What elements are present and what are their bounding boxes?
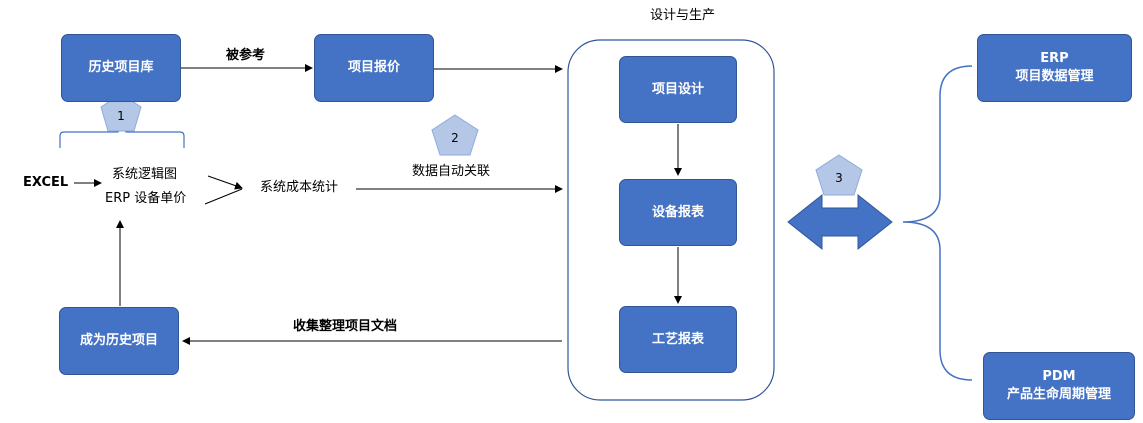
box-erp[interactable]: ERP 项目数据管理 <box>977 34 1132 102</box>
label-cost-stats: 系统成本统计 <box>260 180 339 195</box>
arrow-price-to-cost <box>204 188 243 205</box>
label-auto-link: 数据自动关联 <box>412 164 491 179</box>
label-system-logic: 系统逻辑图 <box>112 167 178 182</box>
box-quote[interactable]: 项目报价 <box>314 34 434 102</box>
box-become-history[interactable]: 成为历史项目 <box>59 307 179 375</box>
label-erp-price: ERP 设备单价 <box>105 191 187 206</box>
marker-3-number: 3 <box>835 171 843 185</box>
box-erp-line1: ERP <box>1040 51 1069 66</box>
brace-systems <box>902 65 973 381</box>
box-process-report-label: 工艺报表 <box>651 331 704 347</box>
box-erp-line2: 项目数据管理 <box>1015 69 1094 84</box>
box-design-label: 项目设计 <box>651 81 704 97</box>
marker-2-number: 2 <box>451 131 459 145</box>
box-pdm[interactable]: PDM 产品生命周期管理 <box>983 352 1135 420</box>
marker-2-pentagon-icon <box>431 114 479 156</box>
box-design[interactable]: 项目设计 <box>619 56 737 123</box>
box-equipment-report[interactable]: 设备报表 <box>619 179 737 246</box>
arrow-logic-to-cost <box>207 175 243 190</box>
box-equipment-report-label: 设备报表 <box>651 204 704 220</box>
marker-3-pentagon-icon <box>815 154 863 196</box>
label-referenced: 被参考 <box>226 48 266 63</box>
marker-1-number: 1 <box>117 109 125 123</box>
marker-1-pentagon-icon <box>100 93 142 132</box>
box-history-library[interactable]: 历史项目库 <box>61 34 181 102</box>
double-arrow-icon <box>787 193 893 251</box>
box-history-library-label: 历史项目库 <box>88 60 154 75</box>
box-process-report[interactable]: 工艺报表 <box>619 306 737 373</box>
box-quote-label: 项目报价 <box>347 60 400 75</box>
group-title: 设计与生产 <box>650 8 716 23</box>
box-become-history-label: 成为历史项目 <box>79 333 158 348</box>
label-excel: EXCEL <box>23 175 69 190</box>
box-pdm-line2: 产品生命周期管理 <box>1006 387 1111 402</box>
label-collect-docs: 收集整理项目文档 <box>293 319 398 334</box>
box-pdm-line1: PDM <box>1042 369 1076 384</box>
